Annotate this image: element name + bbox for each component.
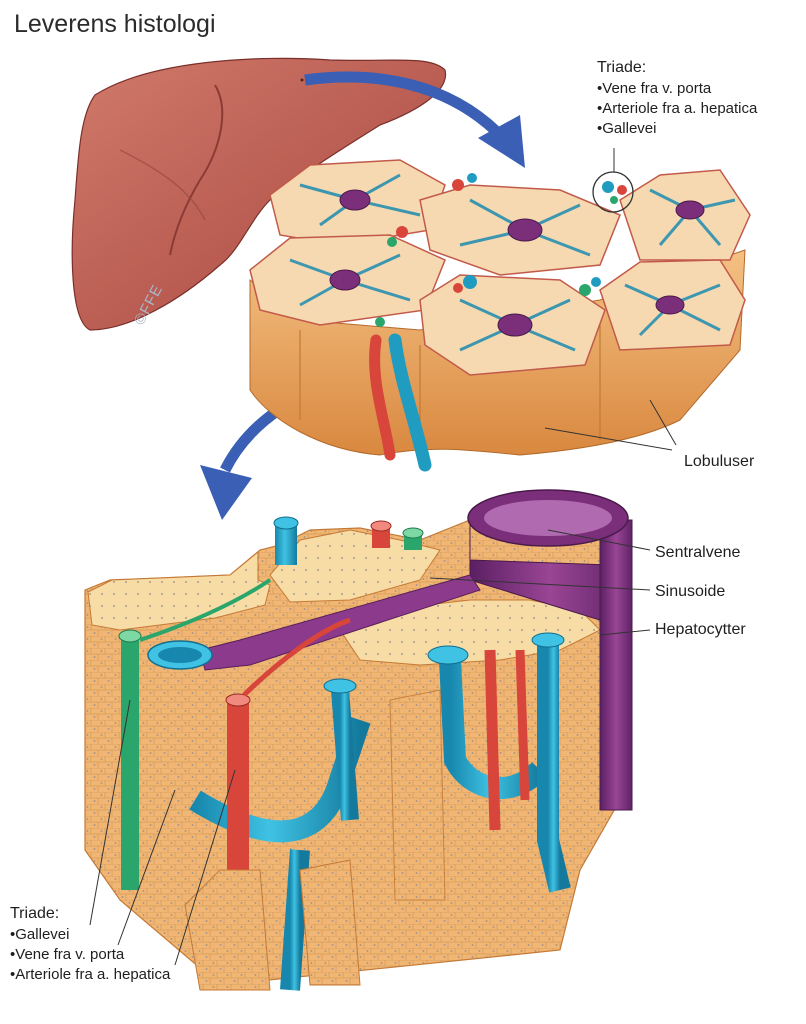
triade-top-heading: Triade: [597, 59, 647, 76]
arrow-head-2 [200, 465, 252, 520]
central-vein [339, 189, 371, 211]
central-vein [655, 295, 685, 315]
central-vein [329, 269, 361, 291]
triade-bottom-legend: Triade: Gallevei Vene fra v. porta Arter… [10, 904, 170, 985]
central-vein [675, 200, 705, 220]
triad-highlight-vein [602, 181, 614, 193]
triade-top-item-bile: Gallevei [597, 119, 757, 139]
lobule-cluster [249, 159, 751, 472]
triad-highlight-circle [592, 171, 634, 213]
label-hepatocytter: Hepatocytter [655, 621, 746, 638]
label-sentralvene: Sentralvene [655, 544, 741, 561]
triade-bottom-item-arteriole: Arteriole fra a. hepatica [10, 965, 170, 985]
label-sinusoide: Sinusoide [655, 583, 726, 600]
detail-block [84, 489, 633, 991]
central-vein [507, 218, 543, 242]
triade-top-legend: Triade: Vene fra v. porta Arteriole fra … [597, 58, 757, 139]
arrow-liver-to-lobules [304, 71, 504, 139]
triade-bottom-item-vein: Vene fra v. porta [10, 945, 170, 965]
central-vein [497, 313, 533, 337]
triade-bottom-heading: Triade: [10, 905, 60, 922]
triade-bottom-item-bile: Gallevei [10, 925, 170, 945]
page-title: Leverens histologi [14, 10, 216, 38]
triade-top-item-vein: Vene fra v. porta [597, 79, 757, 99]
triade-top-item-arteriole: Arteriole fra a. hepatica [597, 99, 757, 119]
label-lobuluser: Lobuluser [684, 453, 755, 470]
arrow-head-1 [478, 115, 525, 168]
